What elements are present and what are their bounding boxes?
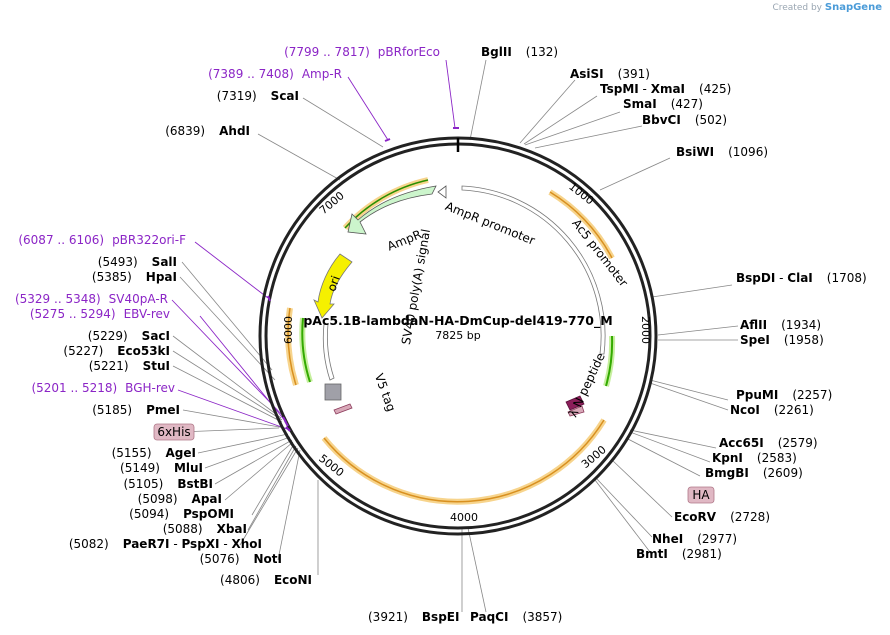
site-ppumi: PpuMI(2257) [736,388,832,402]
tick-2000: 2000 [639,316,652,344]
site-bmti: BmtI(2981) [636,547,722,561]
site-hpai: (5385)HpaI [92,270,177,284]
right-site-labels: BglII(132) AsiSI(391) TspMI - XmaI(425) … [481,45,867,561]
bottom-site-labels: (3921)BspEI PaqCI(3857) [368,610,562,624]
sv40-arc [322,323,335,381]
plasmid-size: 7825 bp [435,329,480,342]
site-sali: (5493)SalI [98,255,177,269]
primer-marks [267,127,459,432]
primer-pbrforeco: (7799 .. 7817)pBRforEco [284,45,440,59]
ac5-promoter-arc [461,185,606,355]
lambda-feature [565,395,585,411]
site-agei: (5155)AgeI [112,446,196,460]
tick-4000: 4000 [450,511,478,524]
site-kpni: KpnI(2583) [712,451,797,465]
site-apai: (5098)ApaI [138,492,222,506]
ampr-promoter-arrow [437,185,447,199]
site-mlui: (5149)MluI [120,461,203,475]
site-aflii: AflII(1934) [740,318,821,332]
left-site-labels: (4806)EcoNI (5076)NotI (5082)PaeR7I - Ps… [63,89,312,587]
plasmid-name: pAc5.1B-lambdaN-HA-DmCup-del419-770_M [303,313,612,329]
primer-amp-r: (7389 .. 7408)Amp-R [208,67,342,81]
site-spei: SpeI(1958) [740,333,824,347]
site-scai: (7319)ScaI [217,89,299,103]
site-smai: SmaI(427) [623,97,703,111]
site-bstbi: (5105)BstBI [123,477,213,491]
v5-box [324,383,342,401]
site-bspdi-clai: BspDI - ClaI(1708) [736,271,867,285]
site-eco53ki: (5227)Eco53kI [63,344,170,358]
his-feature [333,403,353,415]
feature-labels: AmpR AmpR promoter Ac5 promoter ori SV40… [324,199,630,419]
ori-label: ori [324,274,342,293]
boxed-labels: 6xHis HA [153,423,715,504]
site-ahdi: (6839)AhdI [165,124,250,138]
promoter-arcs [285,177,615,505]
site-pmei: (5185)PmeI [92,403,180,417]
site-paqci: PaqCI(3857) [470,610,562,624]
site-bbvci: BbvCI(502) [642,113,727,127]
site-noti: (5076)NotI [200,552,282,566]
primer-ebv-rev: (5275 .. 5294)EBV-rev [30,307,170,321]
site-bsiwi: BsiWI(1096) [676,145,768,159]
site-bmgbi: BmgBI(2609) [705,466,803,480]
snapgene-credit: Created by SnapGene [772,2,882,13]
site-stui: (5221)StuI [89,359,170,373]
ha-tag-label: HA [692,488,710,502]
site-nhei: NheI(2977) [652,532,737,546]
his-tag-label: 6xHis [157,425,190,439]
ha-feature [567,405,585,417]
ori-arrow [313,253,353,319]
lambda-label: λ N peptide [566,351,608,420]
primer-labels: (5201 .. 5218)BGH-rev (5275 .. 5294)EBV-… [15,45,440,395]
site-bglii: BglII(132) [481,45,558,59]
primer-pbr322ori-f: (6087 .. 6106)pBR322ori-F [18,233,186,247]
snapgene-logo: SnapGene [824,2,882,13]
tick-6000: 6000 [282,316,295,344]
site-saci: (5229)SacI [88,329,170,343]
ampr-arrow [347,185,437,235]
site-bspei: (3921)BspEI [368,610,459,624]
site-econi: (4806)EcoNI [220,573,312,587]
green-arcs [299,317,616,387]
primer-sv40pa-r: (5329 .. 5348)SV40pA-R [15,292,168,306]
site-xbai: (5088)XbaI [163,522,247,536]
site-tspmi-xmai: TspMI - XmaI(425) [600,82,731,96]
site-ecorv: EcoRV(2728) [674,510,770,524]
site-acc65i: Acc65I(2579) [719,436,818,450]
leader-lines [172,59,739,613]
primer-bgh-rev: (5201 .. 5218)BGH-rev [31,381,175,395]
site-paer7i-pspxi-xhoi: (5082)PaeR7I - PspXI - XhoI [69,537,262,551]
site-asisi: AsiSI(391) [570,67,650,81]
site-pspomi: (5094)PspOMI [129,507,234,521]
v5-label: V5 tag [372,372,399,414]
backbone [258,136,658,536]
site-ncoi: NcoI(2261) [730,403,814,417]
